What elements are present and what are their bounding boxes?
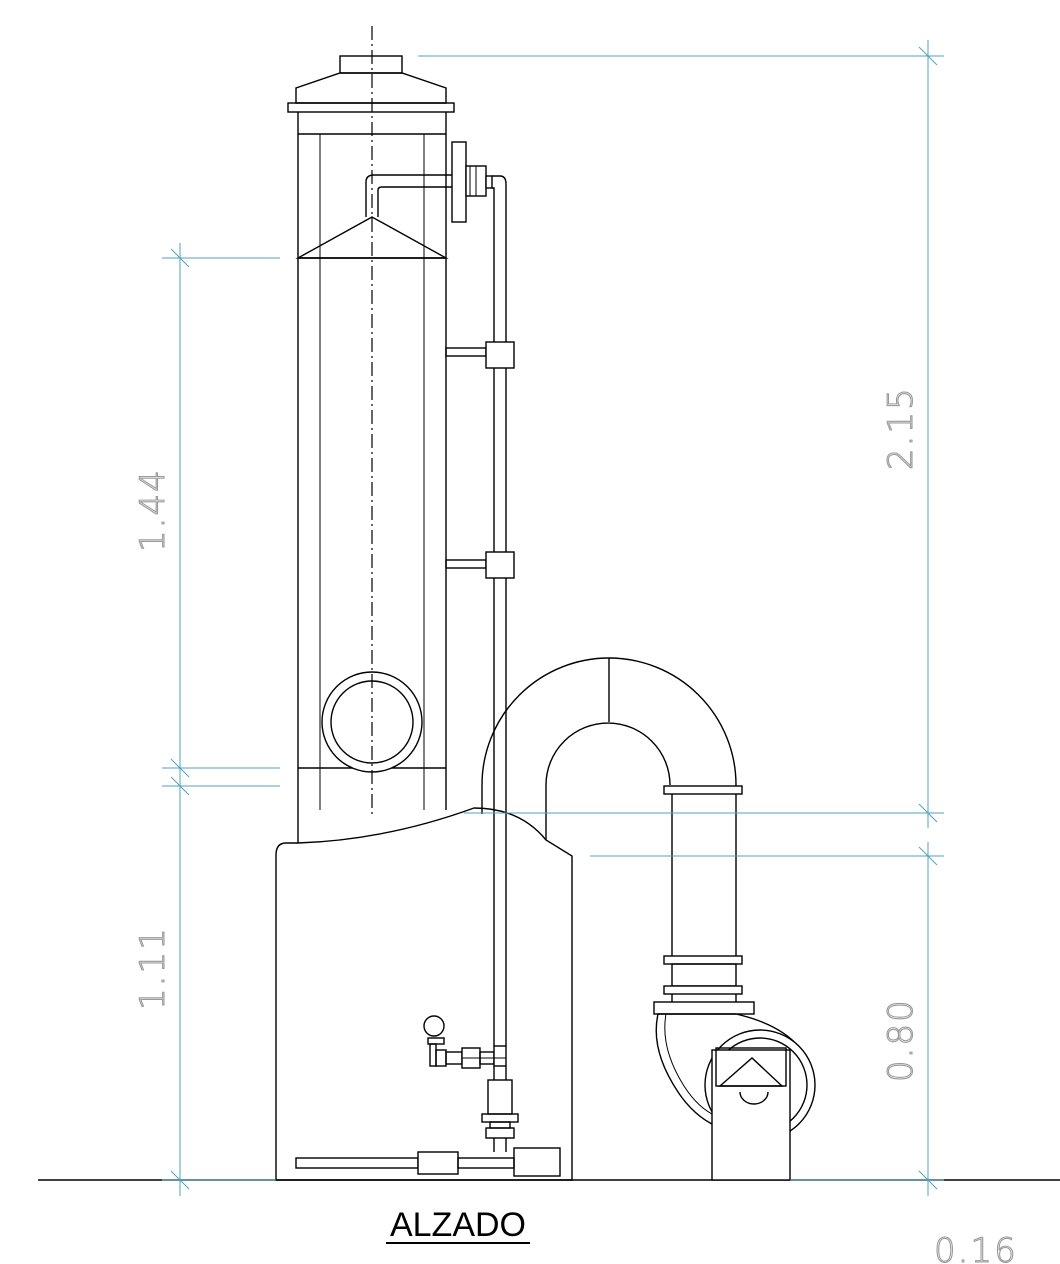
dim-label-0-80: 0.80 <box>881 998 921 1082</box>
pressure-gauge <box>423 1015 445 1037</box>
dim-label-1-44: 1.44 <box>133 468 173 552</box>
fan-motor-base <box>711 1049 791 1181</box>
drain-pipe <box>295 1157 419 1169</box>
recirculation-pump <box>295 1066 561 1177</box>
scrubber-tower <box>287 55 455 843</box>
fan-inlet-flange <box>653 1001 755 1015</box>
spray-pipe <box>365 141 493 223</box>
duct-flange <box>663 785 743 795</box>
tower-top-outlet <box>339 55 403 74</box>
pipe-support-bracket <box>485 341 515 369</box>
duct-flange <box>663 985 743 995</box>
drain-valve <box>417 1151 459 1175</box>
pump-motor <box>513 1147 561 1177</box>
pipe-support-bracket <box>485 551 515 579</box>
pressure-gauge-assembly <box>423 1015 507 1069</box>
recirculation-tank <box>275 807 573 1181</box>
pipe-flange <box>451 141 467 223</box>
tower-hood <box>295 72 447 104</box>
recirculation-pipe <box>445 175 515 1046</box>
dim-label-1-11: 1.11 <box>133 926 173 1010</box>
dim-label-2-15: 2.15 <box>881 386 921 470</box>
inlet-duct <box>481 657 743 1002</box>
duct-flange <box>663 955 743 965</box>
scale-label: 0.16 <box>934 1231 1018 1264</box>
centrifugal-fan <box>653 1001 816 1181</box>
dimension-lines <box>162 40 944 1196</box>
tower-top-flange <box>287 102 455 113</box>
drawing-title: ALZADO <box>390 1206 526 1244</box>
fan-impeller-arrow <box>718 1057 784 1087</box>
